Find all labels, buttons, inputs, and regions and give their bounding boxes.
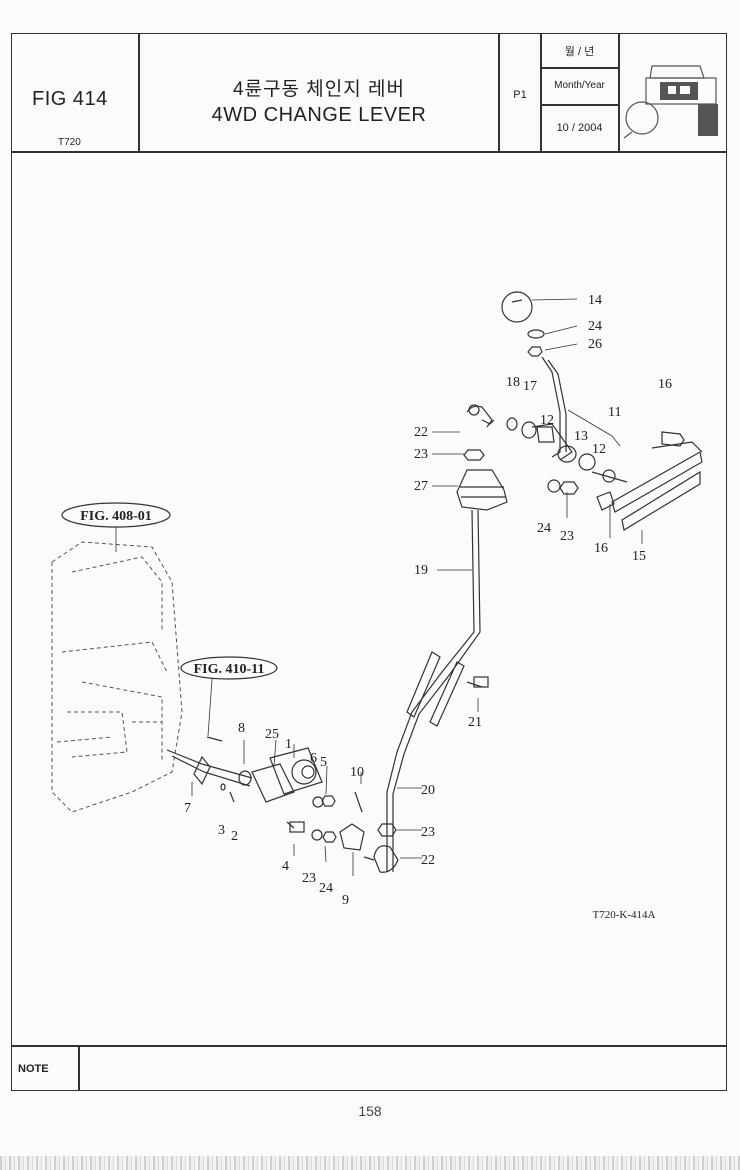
exploded-parts-diagram: FIG. 408-01 FIG. 410-11 1424261817111612… <box>51 291 703 921</box>
title-korean: 4륜구동 체인지 레버 <box>233 79 405 100</box>
note-col-divider <box>78 1045 80 1091</box>
callout-1: 1 <box>285 737 292 752</box>
callout-24: 24 <box>537 521 551 536</box>
page-frame <box>11 33 727 1091</box>
callout-8: 8 <box>238 721 245 736</box>
callout-16: 16 <box>658 377 672 392</box>
callout-16: 16 <box>594 541 608 556</box>
transmission-housing <box>51 541 183 813</box>
model-code: T720 <box>58 137 81 148</box>
callout-17: 17 <box>523 379 537 394</box>
callout-13: 13 <box>574 429 588 444</box>
header-row-divider <box>540 104 618 106</box>
note-divider <box>11 1045 727 1047</box>
callout-15: 15 <box>632 549 646 564</box>
callout-9: 9 <box>342 893 349 908</box>
callout-23: 23 <box>302 871 316 886</box>
drawing-code: T720-K-414A <box>593 909 656 921</box>
scan-edge <box>0 1156 740 1170</box>
reference-label: FIG. 408-01 <box>80 509 152 524</box>
callout-22: 22 <box>421 853 435 868</box>
callout-11: 11 <box>608 405 621 420</box>
callout-25: 25 <box>265 727 279 742</box>
callout-27: 27 <box>414 479 428 494</box>
callout-20: 20 <box>421 783 435 798</box>
callout-14: 14 <box>588 293 602 308</box>
callout-18: 18 <box>506 375 520 390</box>
callout-22: 22 <box>414 425 428 440</box>
tractor-logo <box>623 65 718 139</box>
reference-fig-408: FIG. 408-01 <box>61 502 171 552</box>
callout-24: 24 <box>588 319 602 334</box>
callout-19: 19 <box>414 563 428 578</box>
callout-12: 12 <box>592 442 606 457</box>
header-col-divider <box>540 33 542 152</box>
header-col-divider <box>498 33 500 152</box>
callout-10: 10 <box>350 765 364 780</box>
callout-12: 12 <box>540 413 554 428</box>
callout-23: 23 <box>421 825 435 840</box>
header-col-divider <box>618 33 620 152</box>
page-number: 158 <box>358 1103 382 1119</box>
reference-label: FIG. 410-11 <box>194 662 265 677</box>
callout-5: 5 <box>320 755 327 770</box>
callout-7: 7 <box>184 801 191 816</box>
page-ref: P1 <box>513 89 527 101</box>
header-col-divider <box>138 33 140 152</box>
reference-fig-410: FIG. 410-11 <box>180 656 278 737</box>
note-label: NOTE <box>18 1063 49 1075</box>
callout-23: 23 <box>560 529 574 544</box>
callout-26: 26 <box>588 337 602 352</box>
month-year-korean: 월 / 년 <box>564 46 595 58</box>
figure-label: FIG 414 <box>32 88 108 110</box>
month-year-label: Month/Year <box>554 80 605 91</box>
callout-23: 23 <box>414 447 428 462</box>
callout-4: 4 <box>282 859 289 874</box>
callout-6: 6 <box>310 751 317 766</box>
header-row-divider <box>540 67 618 69</box>
callout-21: 21 <box>468 715 482 730</box>
callout-24: 24 <box>319 881 333 896</box>
callout-2: 2 <box>231 829 238 844</box>
callout-3: 3 <box>218 823 225 838</box>
title-english: 4WD CHANGE LEVER <box>211 104 427 126</box>
month-year-value: 10 / 2004 <box>556 122 603 134</box>
header-divider <box>11 151 727 153</box>
